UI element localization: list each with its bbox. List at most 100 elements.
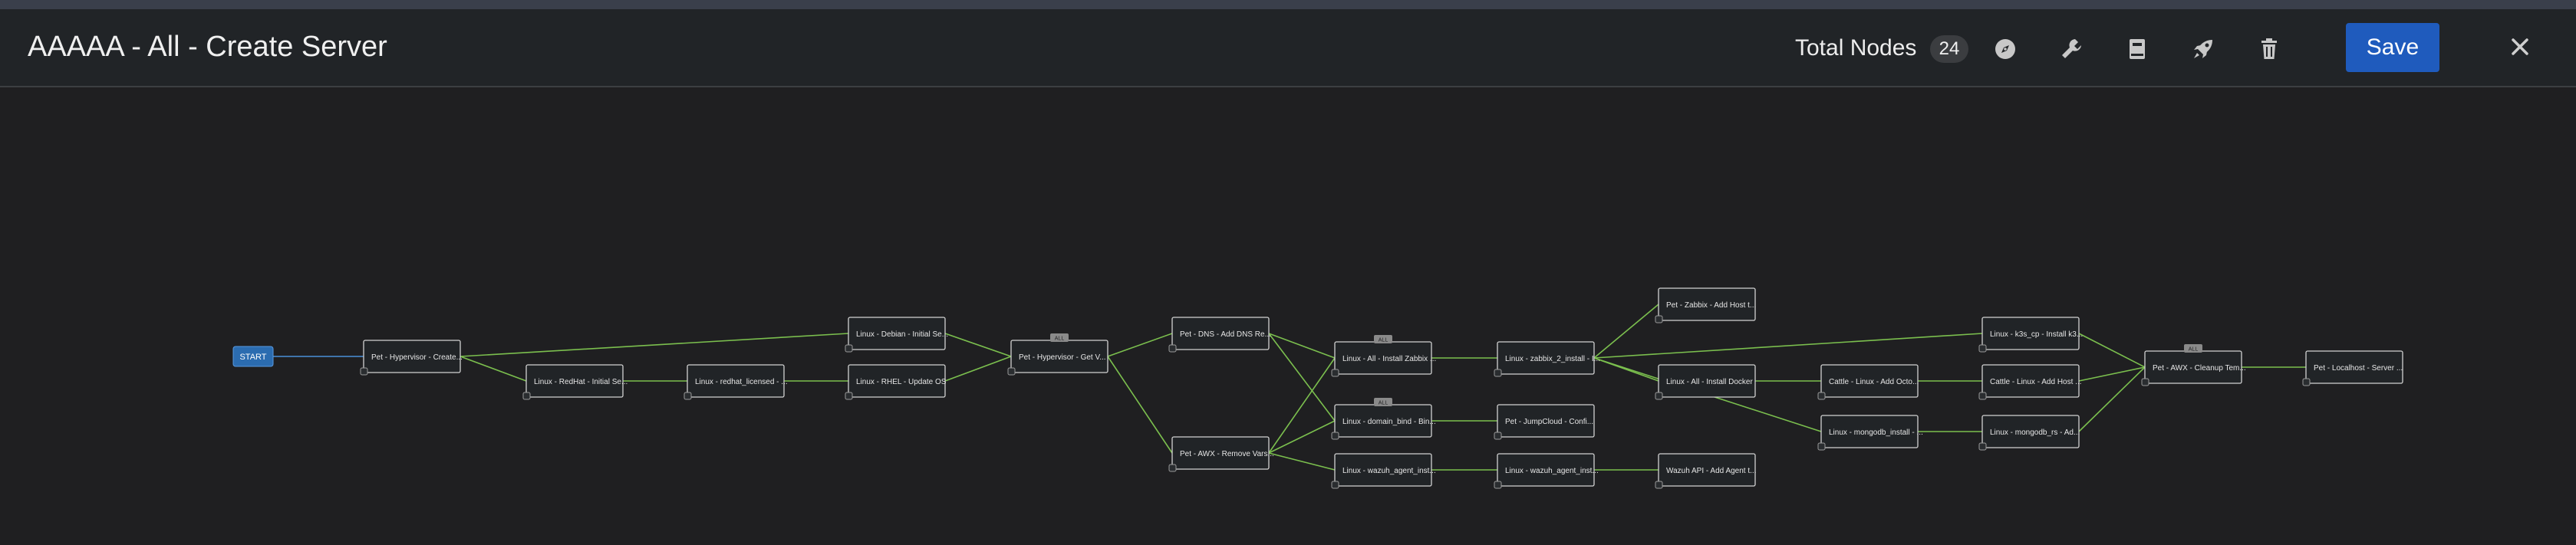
workflow-link[interactable] [1268,420,1336,454]
workflow-link[interactable] [1107,356,1173,454]
book-icon[interactable] [2122,34,2153,64]
node-link-icon[interactable] [1168,464,1177,472]
workflow-node[interactable]: Pet - AWX - Remove Vars... [1168,436,1274,472]
workflow-node[interactable]: Linux - RHEL - Update OS [845,364,947,400]
workflow-link[interactable] [1268,452,1336,471]
workflow-link[interactable] [1268,333,1336,359]
workflow-link[interactable] [1593,333,1983,359]
node-link-icon[interactable] [1817,392,1826,400]
workflow-node[interactable]: Cattle - Linux - Add Octo... [1817,364,1919,400]
start-node-box[interactable] [232,346,274,367]
workflow-link[interactable] [2078,333,2146,368]
node-link-icon[interactable] [522,392,531,400]
trash-icon[interactable] [2254,34,2284,64]
node-link-icon[interactable] [1168,344,1177,353]
workflow-node[interactable]: Linux - wazuh_agent_inst... [1331,453,1436,489]
node-link-icon[interactable] [1817,442,1826,451]
node-link-icon[interactable] [1655,392,1663,400]
node-link-icon[interactable] [845,344,853,353]
workflow-node[interactable]: Pet - Hypervisor - Create... [360,340,463,376]
node-link-icon[interactable] [2302,378,2311,386]
node-link-icon[interactable] [1655,315,1663,323]
node-link-icon[interactable] [1494,369,1502,377]
workflow-node-box[interactable] [1497,404,1595,438]
workflow-node-box[interactable] [1981,415,2080,448]
rocket-icon[interactable] [2188,34,2219,64]
workflow-node-box[interactable] [1658,453,1756,487]
workflow-node-label: Pet - JumpCloud - Confi... [1505,418,1593,426]
workflow-canvas[interactable]: START Pet - Hypervisor - Create... Linux -… [0,87,2576,541]
compass-icon[interactable] [1990,34,2021,64]
workflow-link[interactable] [460,356,527,382]
workflow-node-box[interactable] [1497,341,1595,375]
workflow-node[interactable]: Linux - mongodb_install - ... [1817,415,1923,451]
workflow-node[interactable]: Linux - RedHat - Initial Se... [522,364,628,400]
workflow-node[interactable]: Cattle - Linux - Add Host ... [1978,364,2082,400]
top-strip [0,0,2576,9]
workflow-node[interactable]: Linux - domain_bind - Bin...ALL [1331,398,1436,440]
workflow-node[interactable]: Linux - mongodb_rs - Ad... [1978,415,2080,451]
node-link-icon[interactable] [1494,432,1502,440]
node-link-icon[interactable] [1978,392,1987,400]
workflow-link[interactable] [2078,366,2146,432]
workflow-node[interactable]: Pet - AWX - Cleanup Tem...ALL [2141,344,2246,386]
workflow-node-box[interactable] [1820,364,1919,398]
workflow-node-box[interactable] [2305,350,2403,384]
workflow-graph[interactable]: START Pet - Hypervisor - Create... Linux -… [0,87,2576,541]
workflow-node-box[interactable] [687,364,785,398]
workflow-node[interactable]: Pet - Hypervisor - Get V...ALL [1007,333,1108,376]
node-link-icon[interactable] [845,392,853,400]
workflow-link[interactable] [1268,357,1336,454]
start-node[interactable]: START [232,346,274,367]
workflow-node[interactable]: Wazuh API - Add Agent t... [1655,453,1756,489]
workflow-node-box[interactable] [1334,453,1432,487]
workflow-node[interactable]: Linux - redhat_licensed - ... [684,364,788,400]
workflow-node[interactable]: Pet - Zabbix - Add Host t... [1655,287,1756,323]
workflow-node[interactable]: Linux - All - Install Docker [1655,364,1756,400]
workflow-node-box[interactable] [1171,436,1270,470]
node-link-icon[interactable] [2141,378,2149,386]
workflow-node-box[interactable] [1658,287,1756,321]
workflow-node-box[interactable] [525,364,624,398]
workflow-link[interactable] [1107,333,1173,357]
close-icon[interactable] [2501,28,2539,66]
workflow-node[interactable]: Linux - k3s_cp - Install k3... [1978,317,2083,353]
workflow-node[interactable]: Pet - JumpCloud - Confi... [1494,404,1595,440]
workflow-node[interactable]: Linux - wazuh_agent_inst... [1494,453,1599,489]
workflow-link[interactable] [944,356,1012,382]
node-link-icon[interactable] [684,392,692,400]
node-link-icon[interactable] [1655,481,1663,489]
wrench-icon[interactable] [2056,34,2087,64]
workflow-link[interactable] [2078,366,2146,382]
workflow-node[interactable]: Pet - DNS - Add DNS Re... [1168,317,1271,353]
workflow-node[interactable]: Pet - Localhost - Server ... [2302,350,2403,386]
workflow-link[interactable] [460,333,849,357]
workflow-node[interactable]: Linux - Debian - Initial Se... [845,317,948,353]
node-link-icon[interactable] [1978,442,1987,451]
node-link-icon[interactable] [1331,432,1339,440]
workflow-node-box[interactable] [1497,453,1595,487]
workflow-node-box[interactable] [848,317,946,350]
save-button[interactable]: Save [2346,23,2439,72]
workflow-header: AAAAA - All - Create Server Total Nodes … [0,9,2576,87]
convergence-badge [1050,333,1069,342]
node-link-icon[interactable] [1494,481,1502,489]
node-link-icon[interactable] [1331,481,1339,489]
workflow-node[interactable]: Linux - zabbix_2_install - I... [1494,341,1600,377]
workflow-link[interactable] [1593,304,1659,359]
workflow-node-box[interactable] [1981,317,2080,350]
workflow-node-box[interactable] [1171,317,1270,350]
workflow-node-box[interactable] [363,340,461,373]
workflow-node-box[interactable] [1658,364,1756,398]
workflow-node-box[interactable] [1820,415,1919,448]
workflow-node-box[interactable] [848,364,946,398]
node-link-icon[interactable] [1007,367,1016,376]
workflow-node-box[interactable] [1981,364,2080,398]
workflow-link[interactable] [1268,333,1336,422]
workflow-link[interactable] [944,333,1012,357]
node-link-icon[interactable] [1978,344,1987,353]
workflow-node[interactable]: Linux - All - Install Zabbix ...ALL [1331,335,1436,377]
node-link-icon[interactable] [1331,369,1339,377]
convergence-badge [1374,398,1392,406]
node-link-icon[interactable] [360,367,368,376]
